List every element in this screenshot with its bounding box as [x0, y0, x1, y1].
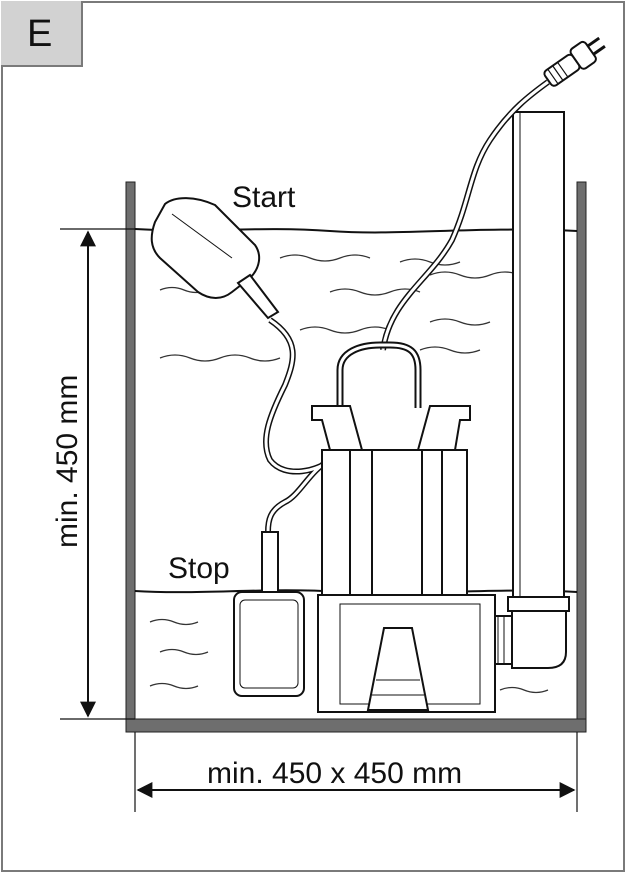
pit-right-wall — [576, 181, 587, 733]
panel-badge: E — [1, 1, 83, 67]
pump — [311, 341, 496, 713]
width-dimension-label: min. 450 x 450 mm — [207, 757, 462, 790]
start-label: Start — [232, 181, 296, 214]
float-switch-start — [150, 197, 280, 320]
pit-left-wall — [125, 181, 136, 733]
plug-icon — [543, 36, 606, 87]
pit-floor — [125, 718, 587, 733]
panel-label: E — [27, 13, 53, 55]
float-cable — [262, 317, 333, 533]
float-switch-stop — [233, 531, 305, 697]
water-waves — [149, 254, 549, 694]
stop-label: Stop — [168, 552, 230, 585]
height-dimension-label: min. 450 mm — [51, 375, 84, 548]
pit — [125, 181, 587, 733]
power-cable — [380, 79, 550, 351]
discharge-pipe — [491, 111, 570, 669]
